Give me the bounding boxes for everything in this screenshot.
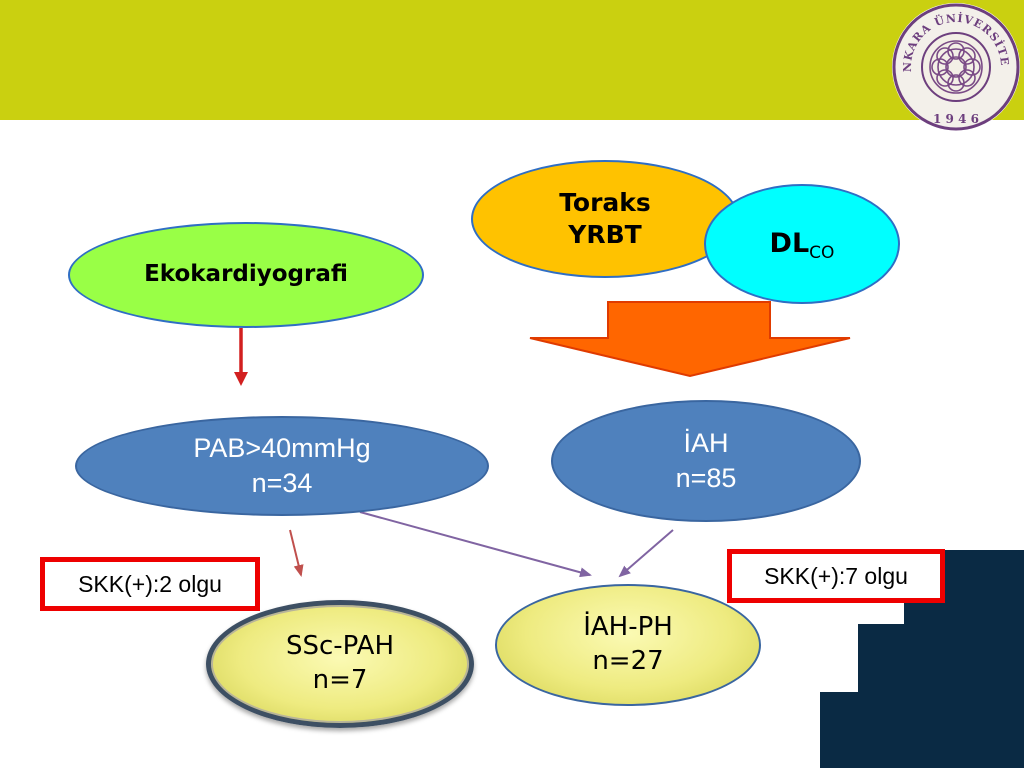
pab-node: PAB>40mmHg n=34 <box>75 416 489 516</box>
yrbt-label: YRBT <box>568 220 642 249</box>
ssc-pah-node: SSc-PAH n=7 <box>206 600 474 728</box>
university-seal-logo: ANKARA ÜNİVERSİTESİ 1 9 4 6 <box>889 1 1020 131</box>
big-down-arrow <box>529 301 851 378</box>
ssc-pah-count: n=7 <box>312 665 368 695</box>
iah-ph-node: İAH-PH n=27 <box>495 584 761 706</box>
dlco-main-label: DL <box>769 228 810 260</box>
skk-left-note: SKK(+):2 olgu <box>40 557 260 611</box>
echo-to-pab-arrow <box>234 328 248 386</box>
iah-ph-label: İAH-PH <box>583 612 673 643</box>
toraks-yrbt-node: Toraks YRBT <box>471 160 739 278</box>
ekokardiyografi-label: Ekokardiyografi <box>144 261 348 288</box>
pab-to-ssc-pah-arrow <box>289 529 304 577</box>
ekokardiyografi-node: Ekokardiyografi <box>68 222 424 328</box>
pab-to-iah-ph-arrow <box>359 511 592 578</box>
iah-node: İAH n=85 <box>551 400 861 522</box>
dlco-subscript: CO <box>809 242 835 263</box>
skk-left-text: SKK(+):2 olgu <box>78 570 222 597</box>
iah-count: n=85 <box>675 463 737 493</box>
header-band <box>0 0 1024 120</box>
pab-count: n=34 <box>251 468 313 498</box>
toraks-label: Toraks <box>559 187 651 217</box>
pab-label: PAB>40mmHg <box>193 432 371 463</box>
skk-right-note: SKK(+):7 olgu <box>727 549 945 603</box>
seal-year: 1 9 4 6 <box>933 112 979 126</box>
stair-step-decoration <box>820 550 1024 768</box>
iah-ph-count: n=27 <box>592 646 664 676</box>
ssc-pah-label: SSc-PAH <box>285 631 395 662</box>
skk-right-text: SKK(+):7 olgu <box>764 562 908 589</box>
iah-to-iah-ph-arrow <box>618 529 674 578</box>
iah-label: İAH <box>683 427 729 458</box>
